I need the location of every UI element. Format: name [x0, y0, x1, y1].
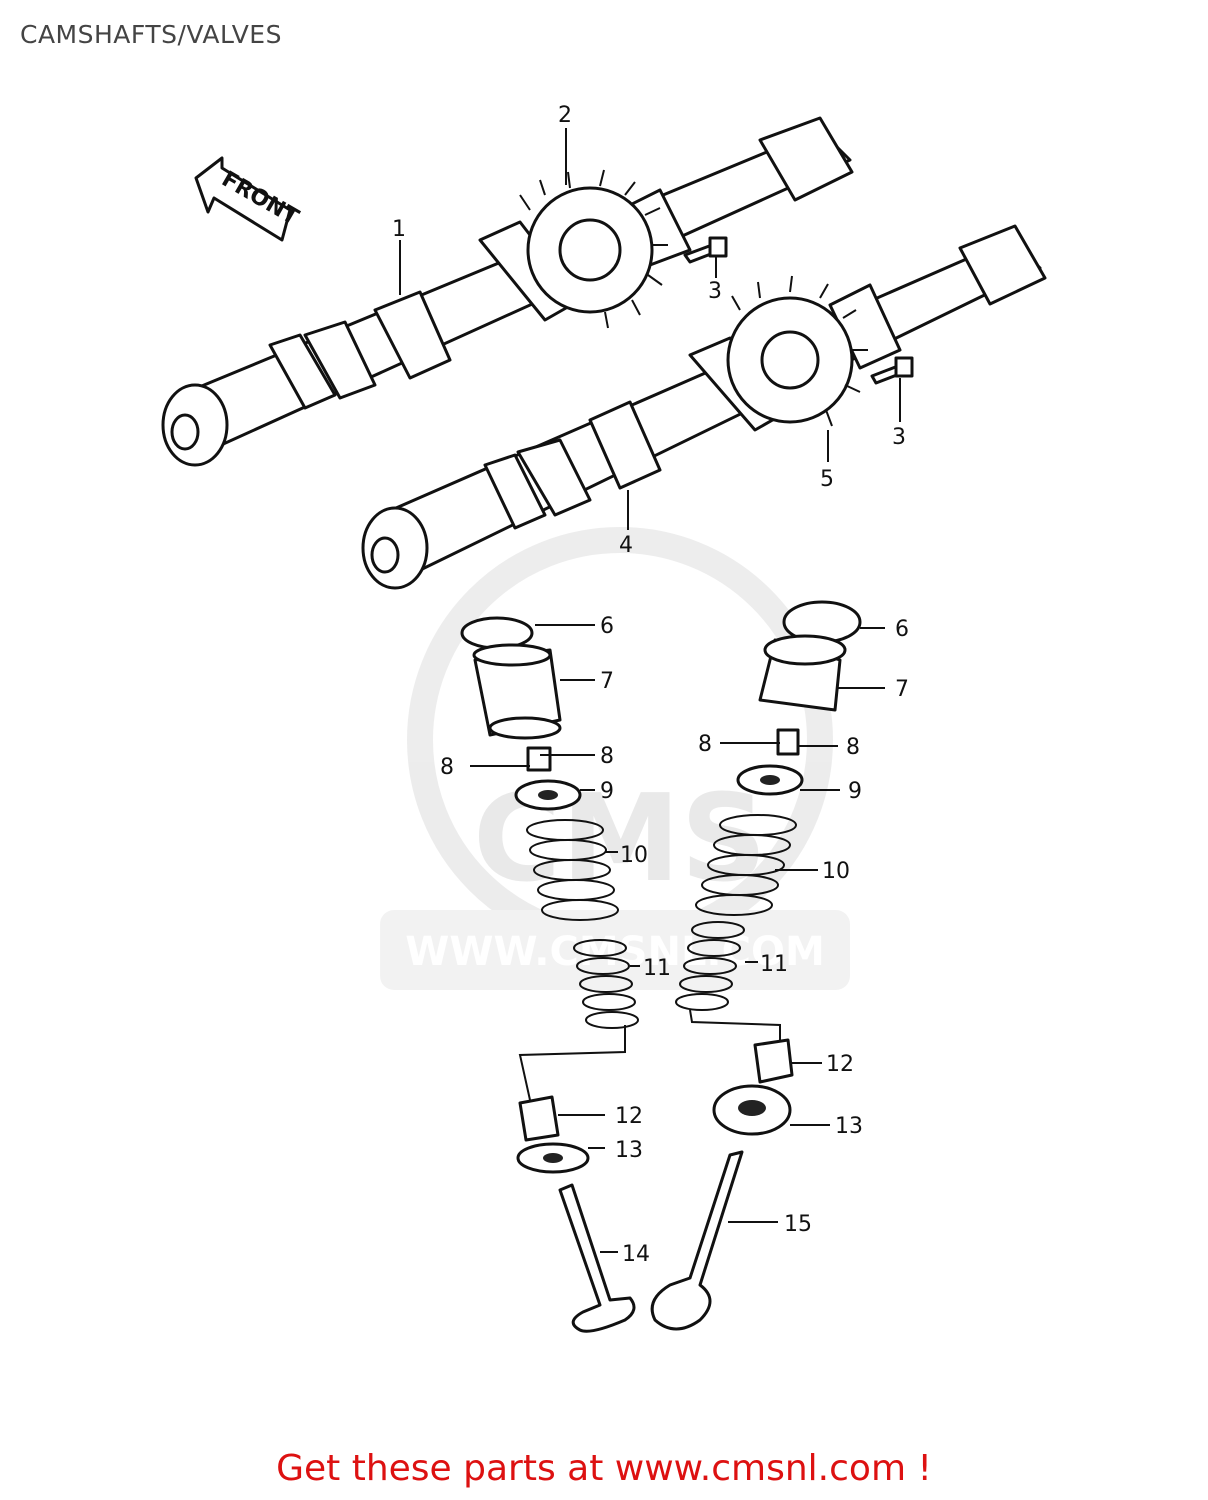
footer-link[interactable]: Get these parts at www.cmsnl.com ! — [276, 1448, 932, 1489]
callout-8-left-left: 8 — [440, 755, 454, 780]
valve-train-left — [460, 616, 639, 1333]
bolt-upper — [683, 236, 728, 264]
parts-diagram: CMS WWW.CMSNL.COM FRONT — [161, 103, 1047, 1333]
callout-3-upper: 3 — [708, 279, 722, 304]
callout-6-left: 6 — [600, 614, 614, 639]
callout-12-right: 12 — [826, 1052, 854, 1077]
callout-13-left: 13 — [615, 1138, 643, 1163]
keeper-left — [526, 746, 552, 772]
watermark-url: WWW.CMSNL.COM — [405, 929, 825, 975]
exhaust-valve — [558, 1183, 636, 1333]
callout-7-left: 7 — [600, 669, 614, 694]
callout-10-right: 10 — [822, 859, 850, 884]
sprocket-upper — [519, 169, 668, 329]
callout-labels: 1 2 3 3 4 5 6 6 7 7 8 8 8 8 9 9 10 10 11… — [392, 103, 909, 1267]
callout-3-lower: 3 — [892, 425, 906, 450]
inner-spring-right — [675, 921, 745, 1011]
outer-spring-right — [695, 814, 797, 916]
valve-seal-right — [753, 1038, 794, 1084]
bolt-lower — [870, 356, 914, 385]
inner-spring-left — [573, 939, 639, 1029]
callout-1: 1 — [392, 217, 406, 242]
intake-valve — [650, 1150, 744, 1331]
callout-4: 4 — [619, 533, 633, 558]
outer-spring-left — [526, 819, 619, 921]
leader-lines — [399, 128, 901, 1253]
callout-13-right: 13 — [835, 1114, 863, 1139]
callout-6-right: 6 — [895, 617, 909, 642]
shim-left — [460, 616, 534, 650]
front-arrow-icon: FRONT — [194, 156, 303, 242]
keeper-right — [776, 728, 800, 756]
sprocket-lower — [726, 275, 868, 427]
callout-8-right-right: 8 — [846, 735, 860, 760]
callout-8-right-left: 8 — [698, 732, 712, 757]
callout-14: 14 — [622, 1242, 650, 1267]
valve-seal-left — [518, 1095, 560, 1142]
valve-train-right — [650, 600, 862, 1331]
callout-10-left: 10 — [620, 843, 648, 868]
callout-5: 5 — [820, 467, 834, 492]
callout-7-right: 7 — [895, 677, 909, 702]
page-title: CAMSHAFTS/VALVES — [20, 20, 282, 49]
callout-2: 2 — [558, 103, 572, 128]
callout-9-right: 9 — [848, 779, 862, 804]
callout-12-left: 12 — [615, 1104, 643, 1129]
callout-11-right: 11 — [760, 952, 788, 977]
callout-11-left: 11 — [643, 956, 671, 981]
callout-8-left-right: 8 — [600, 744, 614, 769]
callout-15: 15 — [784, 1212, 812, 1237]
callout-9-left: 9 — [600, 779, 614, 804]
